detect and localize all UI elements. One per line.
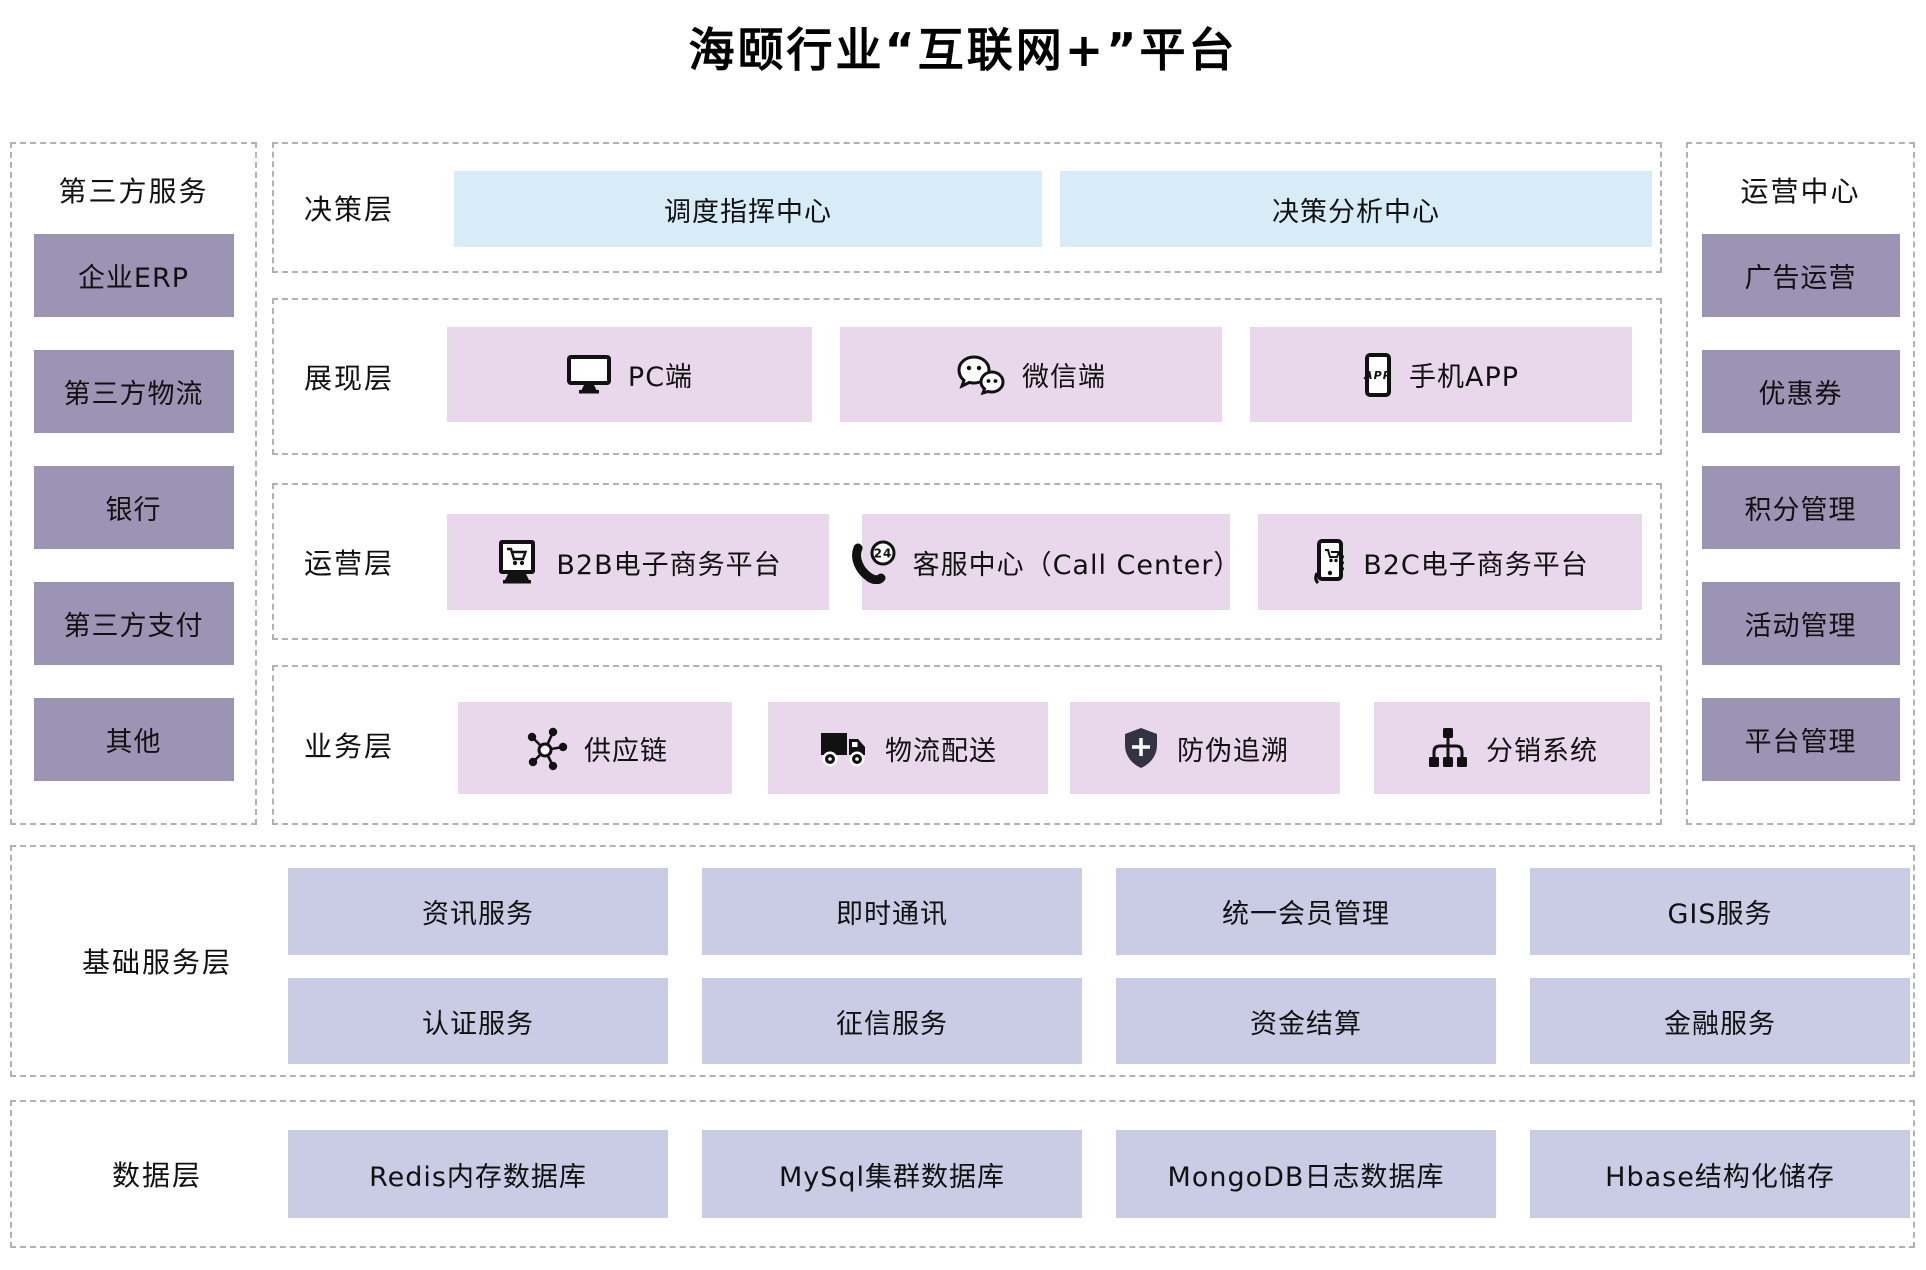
logistics-truck-icon xyxy=(821,733,865,767)
box-bank: 银行 xyxy=(33,466,234,549)
box-anticounterfeit-label: 防伪追溯 xyxy=(1177,735,1289,767)
box-erp: 企业ERP xyxy=(33,234,234,317)
svg-text:24: 24 xyxy=(873,547,892,561)
box-gis-service: GIS服务 xyxy=(1530,868,1910,955)
box-points-management: 积分管理 xyxy=(1701,466,1900,549)
box-b2b-platform-label: B2B电子商务平台 xyxy=(556,549,782,581)
box-b2c-platform-label: B2C电子商务平台 xyxy=(1363,549,1589,581)
layer-presentation: 展现层 PC端 微信端 APP 手机APP xyxy=(272,298,1662,455)
layer-presentation-label: 展现层 xyxy=(304,361,395,395)
layer-foundation-services: 基础服务层 资讯服务 即时通讯 统一会员管理 GIS服务 认证服务 征信服务 资… xyxy=(10,845,1915,1077)
anticounterfeit-shield-icon xyxy=(1125,728,1157,768)
layer-operation: 运营层 B2B电子商务平台 24 客服中心（Call Center） xyxy=(272,483,1662,640)
layer-operation-label: 运营层 xyxy=(304,546,395,580)
box-mysql-db-label: MySql集群数据库 xyxy=(778,1161,1006,1193)
box-unified-member-management-label: 统一会员管理 xyxy=(1222,899,1390,930)
box-unified-member-management: 统一会员管理 xyxy=(1116,868,1496,955)
svg-text:APP: APP xyxy=(1363,369,1392,382)
box-pc-client: PC端 xyxy=(447,327,812,422)
box-financial-service-label: 金融服务 xyxy=(1664,1008,1776,1040)
box-pc-client-label: PC端 xyxy=(627,362,694,393)
box-redis-db: Redis内存数据库 xyxy=(288,1130,668,1218)
panel-third-party-title: 第三方服务 xyxy=(58,175,209,208)
box-anticounterfeit: 防伪追溯 xyxy=(1070,702,1340,794)
box-logistics-label: 物流配送 xyxy=(885,735,997,767)
box-b2b-platform: B2B电子商务平台 xyxy=(447,514,829,610)
box-activity-management: 活动管理 xyxy=(1701,582,1900,665)
box-distribution-system: 分销系统 xyxy=(1374,702,1650,794)
box-dispatch-command-center: 调度指挥中心 xyxy=(454,171,1042,247)
page-title: 海颐行业“互联网+”平台 xyxy=(688,23,1238,77)
layer-foundation-label: 基础服务层 xyxy=(81,946,232,979)
box-mobile-app: APP 手机APP xyxy=(1250,327,1632,422)
pc-monitor-icon xyxy=(566,354,611,393)
box-authentication-service: 认证服务 xyxy=(288,978,668,1064)
box-financial-service: 金融服务 xyxy=(1530,978,1910,1064)
box-info-service-label: 资讯服务 xyxy=(422,899,534,930)
wechat-icon xyxy=(957,354,1005,395)
layer-decision: 决策层 调度指挥中心 决策分析中心 xyxy=(272,142,1662,273)
box-hbase-storage: Hbase结构化储存 xyxy=(1530,1130,1910,1218)
box-decision-analysis-center: 决策分析中心 xyxy=(1060,171,1652,247)
box-callcenter: 24 客服中心（Call Center） xyxy=(851,514,1240,610)
box-other: 其他 xyxy=(33,698,234,781)
box-wechat-client-label: 微信端 xyxy=(1022,362,1106,393)
box-hbase-storage-label: Hbase结构化储存 xyxy=(1605,1161,1835,1193)
box-credit-service-label: 征信服务 xyxy=(836,1008,948,1040)
b2c-mobile-commerce-icon xyxy=(1314,539,1345,585)
callcenter-24-icon: 24 xyxy=(851,540,896,584)
box-instant-messaging: 即时通讯 xyxy=(702,868,1082,955)
box-instant-messaging-label: 即时通讯 xyxy=(836,899,948,930)
box-mysql-db: MySql集群数据库 xyxy=(702,1130,1082,1218)
box-wechat-client: 微信端 xyxy=(840,327,1222,422)
box-info-service: 资讯服务 xyxy=(288,868,668,955)
box-distribution-system-label: 分销系统 xyxy=(1486,735,1598,767)
phone-app-icon: APP xyxy=(1363,352,1392,397)
box-coupons: 优惠券 xyxy=(1701,350,1900,433)
box-logistics: 物流配送 xyxy=(768,702,1048,794)
box-mongodb-db: MongoDB日志数据库 xyxy=(1116,1130,1496,1218)
panel-third-party-services: 第三方服务 企业ERP 第三方物流 银行 第三方支付 其他 xyxy=(10,142,257,825)
box-authentication-service-label: 认证服务 xyxy=(422,1008,534,1040)
box-supply-chain-label: 供应链 xyxy=(584,735,668,767)
box-decision-analysis-center-label: 决策分析中心 xyxy=(1272,196,1440,228)
b2b-commerce-icon xyxy=(499,540,536,584)
box-ad-operations: 广告运营 xyxy=(1701,234,1900,317)
box-redis-db-label: Redis内存数据库 xyxy=(369,1161,587,1193)
box-third-party-payment: 第三方支付 xyxy=(33,582,234,665)
panel-operations-center: 运营中心 广告运营 优惠券 积分管理 活动管理 平台管理 xyxy=(1686,142,1915,825)
panel-operations-title: 运营中心 xyxy=(1740,175,1861,208)
layer-data: 数据层 Redis内存数据库 MySql集群数据库 MongoDB日志数据库 H… xyxy=(10,1100,1915,1248)
box-mongodb-db-label: MongoDB日志数据库 xyxy=(1167,1161,1445,1193)
box-b2c-platform: B2C电子商务平台 xyxy=(1258,514,1642,610)
supply-chain-icon xyxy=(527,727,568,771)
box-gis-service-label: GIS服务 xyxy=(1667,899,1773,930)
distribution-tree-icon xyxy=(1429,728,1467,767)
layer-business: 业务层 供应链 物流配送 xyxy=(272,665,1662,825)
box-third-party-logistics: 第三方物流 xyxy=(33,350,234,433)
box-callcenter-label: 客服中心（Call Center） xyxy=(912,549,1242,581)
layer-data-label: 数据层 xyxy=(111,1159,202,1192)
box-fund-settlement-label: 资金结算 xyxy=(1250,1008,1362,1040)
box-credit-service: 征信服务 xyxy=(702,978,1082,1064)
box-fund-settlement: 资金结算 xyxy=(1116,978,1496,1064)
box-platform-management: 平台管理 xyxy=(1701,698,1900,781)
layer-business-label: 业务层 xyxy=(304,730,395,763)
layer-decision-label: 决策层 xyxy=(304,192,395,226)
box-dispatch-command-center-label: 调度指挥中心 xyxy=(664,196,832,228)
box-mobile-app-label: 手机APP xyxy=(1408,362,1520,393)
box-supply-chain: 供应链 xyxy=(458,702,732,794)
